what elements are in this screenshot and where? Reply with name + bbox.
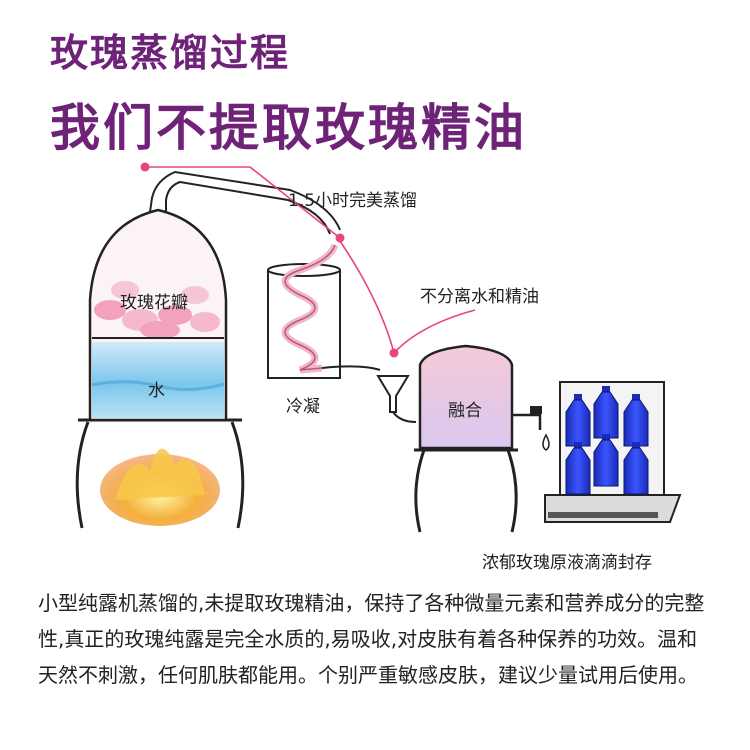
label-no-separation: 不分离水和精油: [420, 287, 539, 307]
label-petals: 玫瑰花瓣: [120, 293, 188, 313]
label-water: 水: [148, 381, 165, 401]
page-subtitle: 我们不提取玫瑰精油: [50, 99, 527, 157]
bottle-icon: [623, 394, 649, 447]
label-fusion: 融合: [448, 401, 482, 421]
condenser: [267, 243, 381, 379]
bottle-icon: [565, 394, 591, 447]
bottle-icon: [623, 442, 649, 495]
funnel-icon: [376, 375, 417, 423]
still-vessel: [75, 170, 341, 529]
flame-icon: [100, 448, 220, 526]
water-layer: [92, 342, 224, 418]
bottle-tray: [544, 381, 682, 523]
bottle-icon: [565, 442, 591, 495]
page-title: 玫瑰蒸馏过程: [50, 31, 291, 75]
rose-petals: [94, 281, 220, 339]
bottle-icon: [593, 386, 619, 439]
label-cooling: 冷凝: [286, 397, 320, 417]
annotation-lines: [145, 166, 476, 354]
description-text: 小型纯露机蒸馏的,未提取玫瑰精油，保持了各种微量元素和营养成分的完整性,真正的玫…: [38, 591, 705, 687]
bottle-icon: [593, 434, 619, 487]
distillation-diagram: 1.5小时完美蒸馏 玫瑰花瓣 水 不分离水和精油 冷凝 融合 浓郁玫瑰原液滴滴封…: [75, 162, 682, 573]
drop-icon: [542, 433, 550, 451]
label-distill-time: 1.5小时完美蒸馏: [288, 191, 417, 211]
label-storage: 浓郁玫瑰原液滴滴封存: [482, 553, 652, 573]
fusion-vessel: [414, 344, 550, 533]
